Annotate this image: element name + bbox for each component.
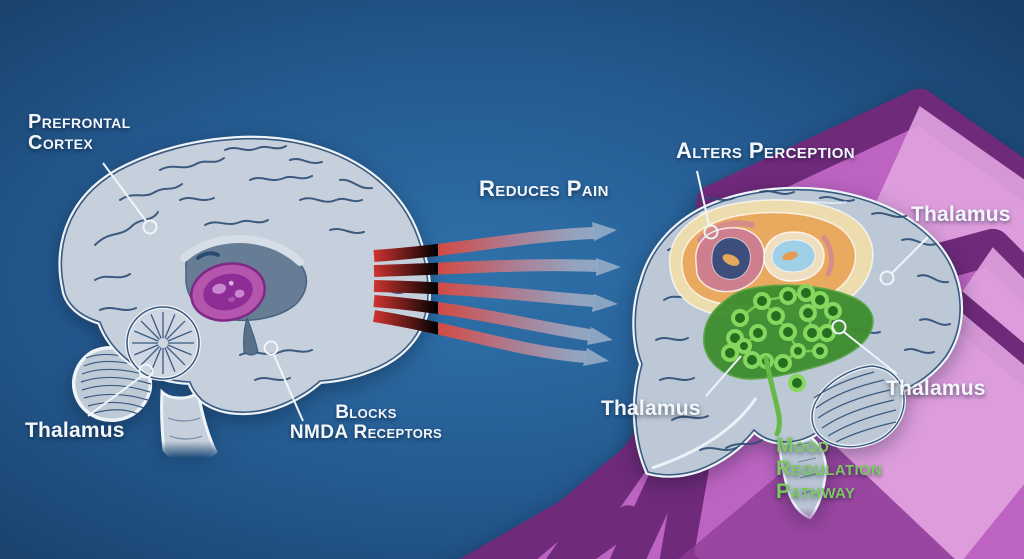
leader-alters-perception bbox=[696, 170, 710, 226]
right-inner-outline bbox=[651, 397, 758, 470]
left-brainstem bbox=[160, 388, 218, 463]
leader-thalamus-center bbox=[705, 355, 742, 397]
leader-dot bbox=[703, 224, 719, 240]
label-mood-regulation-pathway: Mood Regulation Pathway bbox=[776, 434, 882, 503]
right-brain bbox=[632, 186, 964, 520]
label-line: Prefrontal bbox=[28, 111, 131, 133]
label-line: Thalamus bbox=[911, 203, 1011, 226]
leader-dot bbox=[142, 219, 158, 235]
label-line: Alters Perception bbox=[676, 138, 856, 163]
label-thalamus-top-right: Thalamus bbox=[911, 204, 1011, 226]
left-cerebellum-wheel bbox=[125, 305, 201, 381]
label-reduces-pain: Reduces Pain bbox=[479, 176, 609, 201]
flow-arrow bbox=[373, 310, 587, 363]
mood-network bbox=[703, 284, 874, 437]
mood-pathway-stem bbox=[763, 355, 782, 437]
mood-network-nodes bbox=[721, 284, 842, 392]
label-blocks-nmda-receptors: Blocks NMDA Receptors bbox=[278, 403, 454, 443]
leader-thalamus-bottom-right bbox=[843, 331, 898, 375]
flow-arrowheads bbox=[583, 222, 621, 366]
label-line: Blocks bbox=[335, 402, 397, 423]
flow-arrow bbox=[373, 259, 599, 277]
flow-arrows bbox=[373, 222, 621, 366]
leader-blocks-nmda bbox=[273, 354, 304, 422]
flow-arrow bbox=[373, 227, 595, 262]
leader-thalamus-left bbox=[87, 375, 143, 417]
leader-dot bbox=[138, 363, 154, 379]
left-brain bbox=[58, 57, 1024, 559]
label-line: Cortex bbox=[28, 131, 94, 154]
flow-arrow bbox=[373, 280, 595, 307]
leader-prefrontal-cortex bbox=[102, 162, 147, 222]
label-thalamus-bottom-left: Thalamus bbox=[25, 420, 125, 442]
leader-dot bbox=[263, 340, 279, 356]
label-prefrontal-cortex: Prefrontal Cortex bbox=[28, 112, 131, 154]
label-line: Pathway bbox=[776, 480, 856, 504]
left-thalamus-highlight bbox=[190, 262, 266, 322]
leader-lines bbox=[87, 162, 929, 422]
left-gyri bbox=[94, 145, 405, 381]
right-cerebellum bbox=[810, 363, 907, 449]
left-corpus-callosum bbox=[180, 235, 304, 266]
label-thalamus-bottom-right: Thalamus bbox=[886, 378, 986, 400]
label-line: Thalamus bbox=[25, 419, 125, 442]
left-aqueduct bbox=[243, 316, 259, 356]
label-line: Thalamus bbox=[886, 377, 986, 400]
label-thalamus-center: Thalamus bbox=[601, 398, 701, 420]
label-line: Thalamus bbox=[601, 397, 701, 420]
leader-dot bbox=[879, 270, 895, 286]
label-line: Regulation bbox=[776, 457, 883, 481]
label-line: NMDA Receptors bbox=[289, 421, 443, 443]
label-line: Mood bbox=[776, 434, 830, 457]
label-line: Reduces Pain bbox=[479, 176, 609, 201]
left-fornix bbox=[196, 251, 220, 260]
leader-dot bbox=[831, 319, 847, 335]
flow-arrow bbox=[373, 295, 591, 341]
leader-thalamus-top-right bbox=[891, 236, 929, 274]
label-alters-perception: Alters Perception bbox=[676, 138, 856, 163]
